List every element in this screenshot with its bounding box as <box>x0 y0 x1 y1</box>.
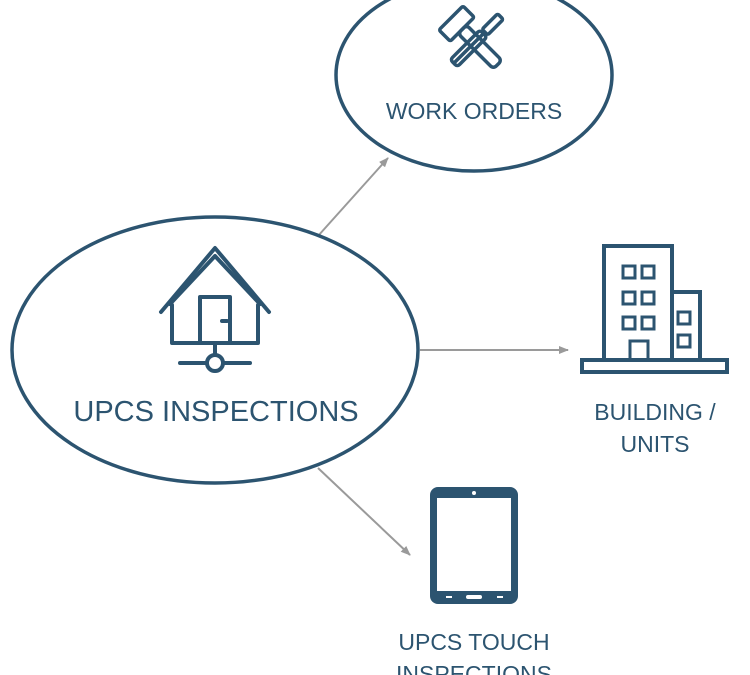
node-touch-inspections: UPCS TOUCH INSPECTIONS <box>396 487 552 675</box>
connectors <box>317 157 569 556</box>
building-units-label-line2: UNITS <box>621 431 690 457</box>
touch-inspections-label-line1: UPCS TOUCH <box>398 629 549 655</box>
work-orders-ellipse <box>334 0 614 173</box>
hammer-screwdriver-icon <box>438 5 505 69</box>
node-building-units: BUILDING / UNITS <box>580 244 729 457</box>
touch-inspections-label-line2: INSPECTIONS <box>396 661 552 675</box>
center-label: UPCS INSPECTIONS <box>73 396 358 428</box>
center-ellipse <box>10 215 420 485</box>
house-network-icon <box>159 246 271 373</box>
arrow-to-touch-inspections <box>317 467 411 556</box>
building-units-label-line1: BUILDING / <box>594 399 716 425</box>
node-work-orders: WORK ORDERS <box>334 0 614 173</box>
tablet-icon <box>430 487 518 604</box>
building-icon <box>580 244 729 374</box>
arrow-to-work-orders <box>317 157 389 237</box>
node-upcs-inspections: UPCS INSPECTIONS <box>10 215 420 485</box>
work-orders-label: WORK ORDERS <box>386 98 562 124</box>
